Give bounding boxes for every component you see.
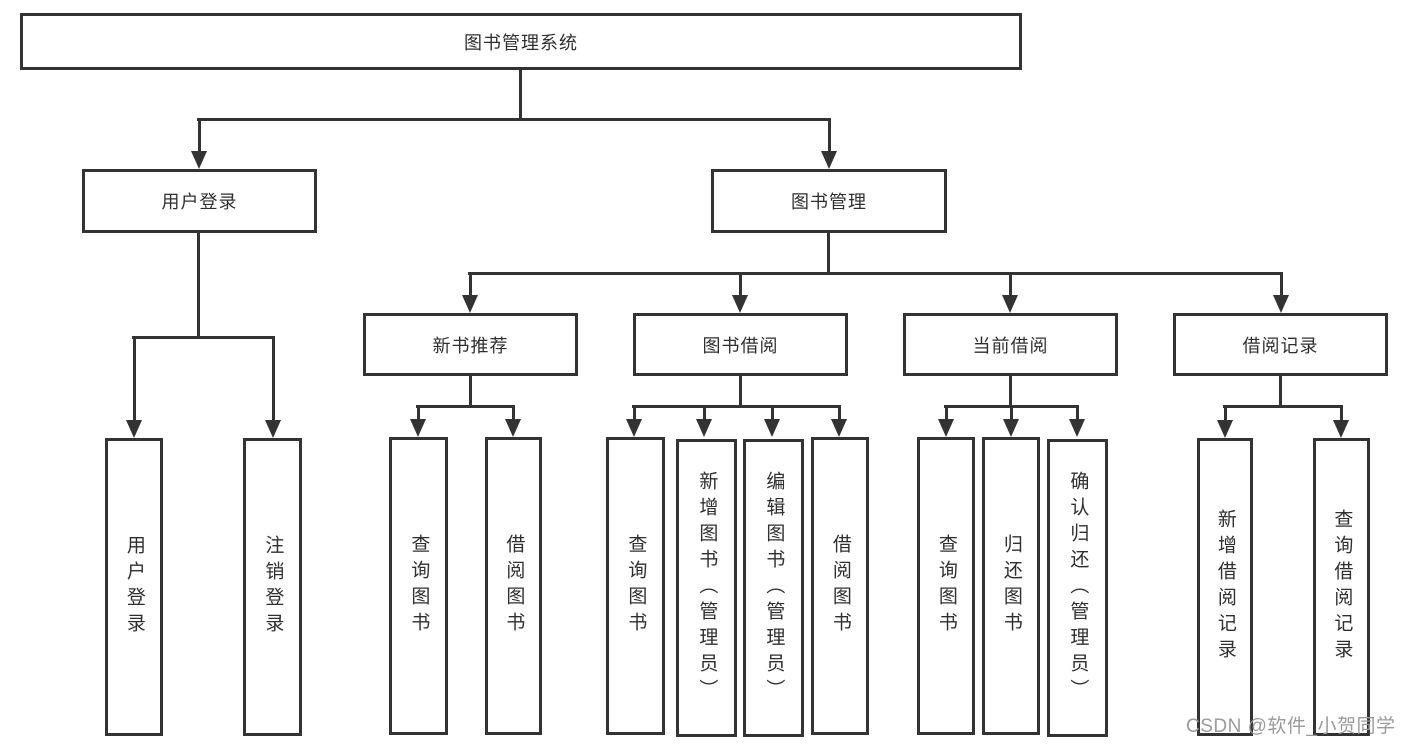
node-book-management: 图书管理	[711, 169, 947, 233]
arrow-records-leaf-1	[1217, 405, 1233, 438]
arrow-current-leaf-1	[938, 405, 954, 437]
node-leaf-borrow-query-books: 查询图书	[606, 437, 665, 735]
arrow-to-leaf-user-login	[126, 336, 142, 438]
node-current-borrow-label: 当前借阅	[972, 335, 1049, 356]
node-leaf-recommend-borrow-books-label: 借阅图书	[503, 534, 525, 638]
node-new-book-recommend-label: 新书推荐	[432, 335, 509, 356]
arrow-current-leaf-3	[1069, 405, 1085, 437]
node-current-borrow: 当前借阅	[903, 313, 1118, 376]
node-leaf-return-book-label: 归还图书	[1000, 534, 1022, 638]
node-leaf-current-query-books: 查询图书	[917, 437, 975, 735]
connector-recommend-stem	[469, 376, 472, 406]
node-leaf-add-book-admin-label: 新增图书（管理员）	[696, 471, 718, 705]
node-user-login: 用户登录	[82, 169, 317, 233]
node-leaf-confirm-return-admin: 确认归还（管理员）	[1047, 439, 1108, 737]
node-leaf-add-borrow-record: 新增借阅记录	[1197, 438, 1253, 736]
node-leaf-current-query-books-label: 查询图书	[935, 534, 957, 638]
node-leaf-confirm-return-admin-label: 确认归还（管理员）	[1067, 471, 1089, 705]
node-library-system-label: 图书管理系统	[464, 32, 578, 53]
node-user-login-label: 用户登录	[161, 192, 238, 212]
arrow-to-leaf-logout	[265, 336, 281, 438]
arrow-to-new-book-recommend	[462, 272, 478, 313]
node-leaf-borrow-books: 借阅图书	[811, 437, 869, 735]
node-book-management-label: 图书管理	[791, 192, 867, 212]
node-borrow-records: 借阅记录	[1173, 313, 1388, 376]
arrow-to-user-login	[191, 118, 207, 169]
arrow-recommend-leaf-2	[505, 405, 521, 437]
node-leaf-add-book-admin: 新增图书（管理员）	[676, 439, 737, 737]
connector-current-stem	[1009, 376, 1012, 406]
arrow-to-book-management	[821, 118, 837, 169]
node-leaf-recommend-borrow-books: 借阅图书	[485, 437, 542, 735]
connector-recommend-hline	[416, 405, 515, 408]
connector-root-hline	[197, 118, 831, 121]
connector-login-stem	[197, 233, 200, 336]
node-leaf-user-login: 用户登录	[105, 438, 163, 736]
arrow-borrow-leaf-1	[626, 405, 642, 437]
arrow-current-leaf-2	[1003, 405, 1019, 437]
arrow-records-leaf-2	[1333, 405, 1349, 438]
connector-root-stem	[519, 70, 522, 118]
node-leaf-logout-label: 注销登录	[262, 535, 284, 639]
connector-login-hline	[132, 336, 275, 339]
connector-records-hline	[1223, 405, 1343, 408]
connector-borrow-hline	[632, 405, 841, 408]
arrow-to-borrow-records	[1273, 272, 1289, 313]
arrow-borrow-leaf-4	[831, 405, 847, 437]
node-leaf-logout: 注销登录	[243, 438, 302, 736]
watermark: CSDN @软件_小贺同学	[1186, 716, 1396, 737]
arrow-borrow-leaf-2	[696, 405, 712, 437]
node-leaf-user-login-label: 用户登录	[123, 535, 145, 639]
connector-mgmt-hline	[468, 272, 1283, 275]
node-leaf-edit-book-admin: 编辑图书（管理员）	[743, 439, 804, 737]
node-book-borrow-label: 图书借阅	[702, 335, 779, 356]
node-leaf-query-borrow-record: 查询借阅记录	[1313, 438, 1370, 736]
node-borrow-records-label: 借阅记录	[1242, 335, 1319, 356]
node-library-system: 图书管理系统	[20, 13, 1022, 70]
node-leaf-return-book: 归还图书	[982, 437, 1040, 735]
node-leaf-borrow-query-books-label: 查询图书	[625, 534, 647, 638]
node-leaf-recommend-query-books: 查询图书	[389, 437, 448, 735]
arrow-to-book-borrow	[732, 272, 748, 313]
connector-borrow-stem	[739, 376, 742, 406]
node-book-borrow: 图书借阅	[633, 313, 848, 376]
node-leaf-edit-book-admin-label: 编辑图书（管理员）	[763, 471, 785, 705]
connector-mgmt-stem	[827, 233, 830, 272]
arrow-recommend-leaf-1	[410, 405, 426, 437]
node-leaf-query-borrow-record-label: 查询借阅记录	[1331, 509, 1353, 665]
connector-records-stem	[1279, 376, 1282, 406]
node-new-book-recommend: 新书推荐	[363, 313, 578, 376]
arrow-to-current-borrow	[1002, 272, 1018, 313]
node-leaf-borrow-books-label: 借阅图书	[829, 534, 851, 638]
node-leaf-add-borrow-record-label: 新增借阅记录	[1214, 509, 1236, 665]
arrow-borrow-leaf-3	[764, 405, 780, 437]
node-leaf-recommend-query-books-label: 查询图书	[408, 534, 430, 638]
